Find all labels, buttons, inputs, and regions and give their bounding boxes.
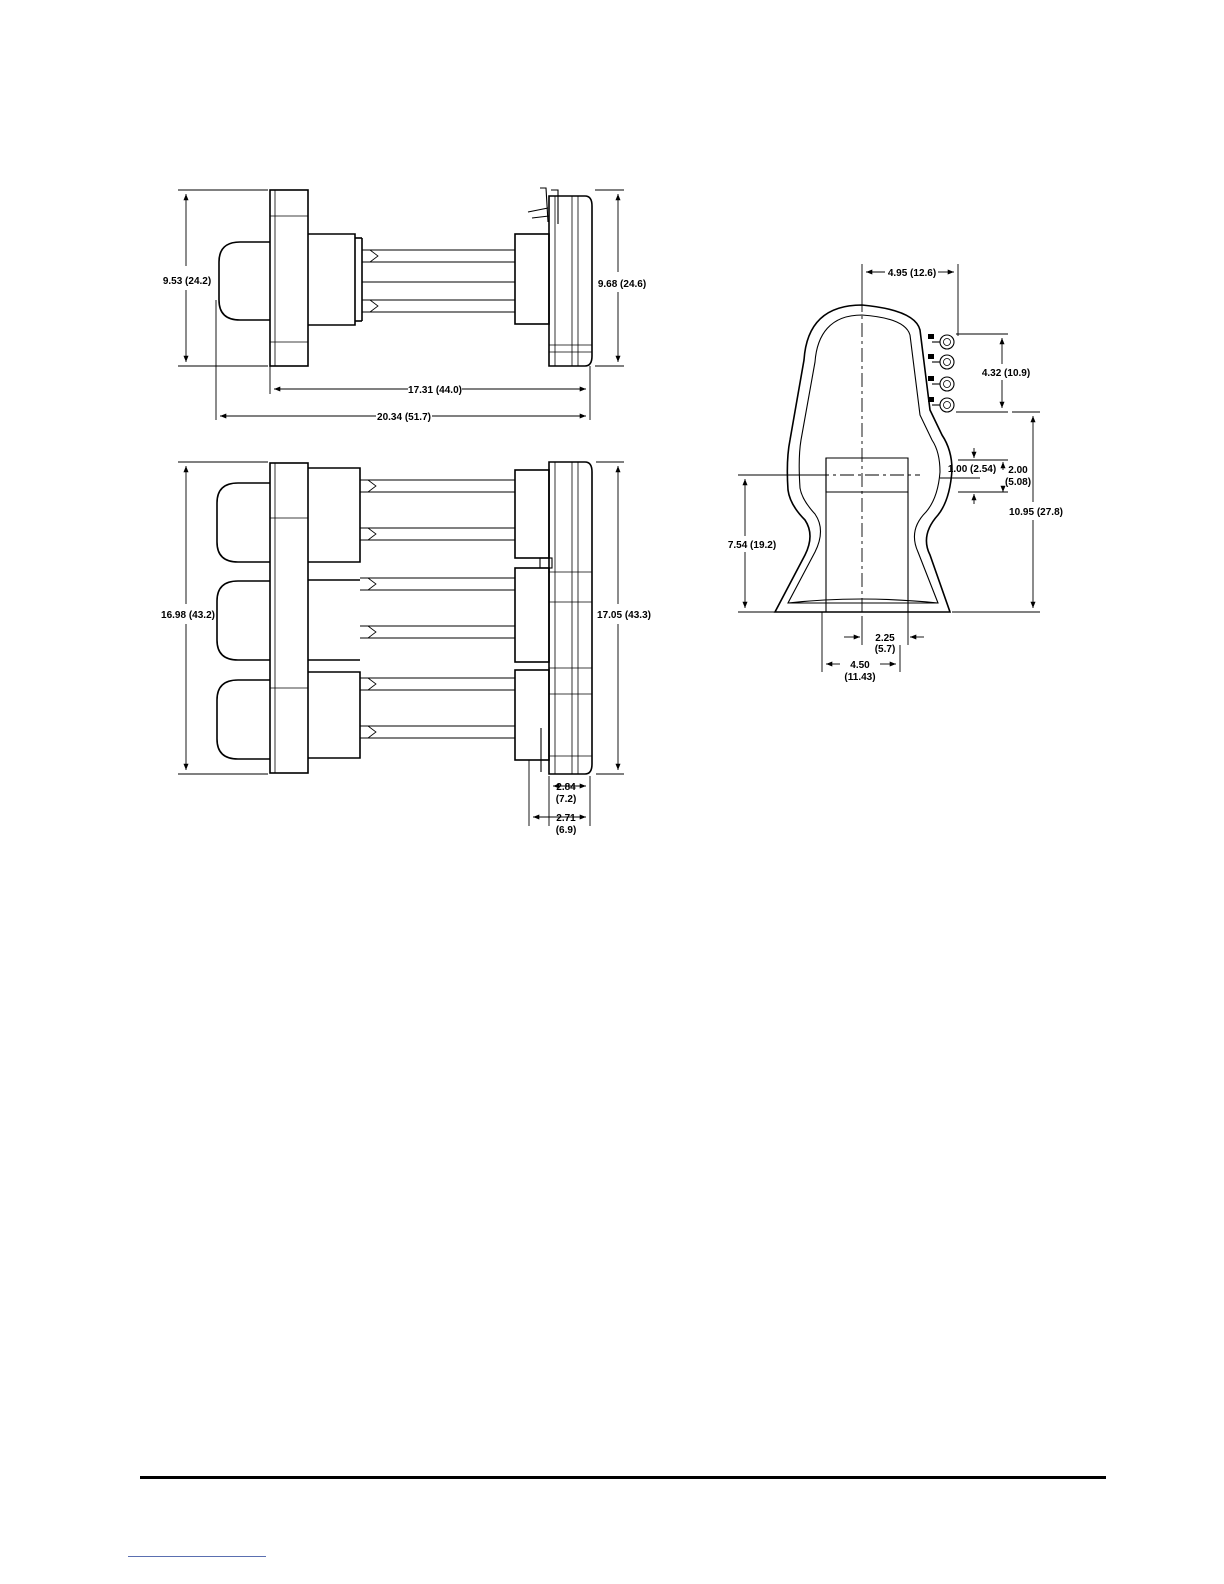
side-view-full-width-value: 4.50 xyxy=(850,660,870,671)
top-view-height-left-label: 9.53 (24.2) xyxy=(163,276,211,287)
top-view-rods xyxy=(362,250,515,312)
front-view-right-plate xyxy=(549,462,592,774)
side-view-window-gap-value: 2.00 xyxy=(1008,465,1028,476)
front-view-depth-b-value: 2.71 xyxy=(556,813,576,824)
front-view-cap-1 xyxy=(217,483,270,562)
side-view-inner-body xyxy=(788,315,940,603)
indicator-2-icon xyxy=(940,355,954,369)
top-view-span-overall-label: 20.34 (51.7) xyxy=(377,412,431,423)
side-view-half-width-value: 2.25 xyxy=(875,633,895,644)
indicator-3-icon xyxy=(940,377,954,391)
front-view-cap-2 xyxy=(217,581,270,660)
side-view-top-offset-label: 4.95 (12.6) xyxy=(888,268,936,279)
side-view-indicator-span-label: 4.32 (10.9) xyxy=(982,368,1030,379)
front-view-depth-a-value: 2.84 xyxy=(556,782,576,793)
side-view-body-height-label: 10.95 (27.8) xyxy=(1009,507,1063,518)
top-view-span-inner-label: 17.31 (44.0) xyxy=(408,385,462,396)
indicator-4-icon xyxy=(940,398,954,412)
top-view-clip xyxy=(528,188,558,224)
top-view-right-plate xyxy=(549,196,592,366)
side-view: 4.95 (12.6) 4.32 (10.9) 1.00 (2.54) 2.00… xyxy=(728,264,1063,683)
front-view-left-plate xyxy=(270,463,308,773)
footer-rule xyxy=(140,1476,1106,1479)
side-view-window-gap-metric: (5.08) xyxy=(1005,477,1031,488)
front-view-cap-3 xyxy=(217,680,270,759)
top-view-height-right-label: 9.68 (24.6) xyxy=(598,279,646,290)
front-view-depth-b-metric: (6.9) xyxy=(556,825,577,836)
top-view: 9.53 (24.2) 9.68 (24.6) 17.31 (44.0) 20.… xyxy=(163,188,646,423)
side-view-window-height-label: 1.00 (2.54) xyxy=(948,464,996,475)
side-view-lower-height-label: 7.54 (19.2) xyxy=(728,540,776,551)
footer-link-underline[interactable] xyxy=(128,1556,266,1557)
indicator-1-icon xyxy=(940,335,954,349)
front-view-rods xyxy=(360,480,515,738)
side-view-full-width-metric: (11.43) xyxy=(844,672,875,683)
front-view-depth-a-metric: (7.2) xyxy=(556,794,577,805)
top-view-right-hub xyxy=(515,234,549,324)
top-view-cap xyxy=(219,242,270,320)
top-view-hub xyxy=(308,234,355,325)
side-view-indicators xyxy=(928,334,954,412)
front-view: 16.98 (43.2) 17.05 (43.3) 2.84 (7.2) 2.7… xyxy=(161,462,651,836)
side-view-half-width-metric: (5.7) xyxy=(875,644,896,655)
front-view-height-left-label: 16.98 (43.2) xyxy=(161,610,215,621)
front-view-height-right-label: 17.05 (43.3) xyxy=(597,610,651,621)
